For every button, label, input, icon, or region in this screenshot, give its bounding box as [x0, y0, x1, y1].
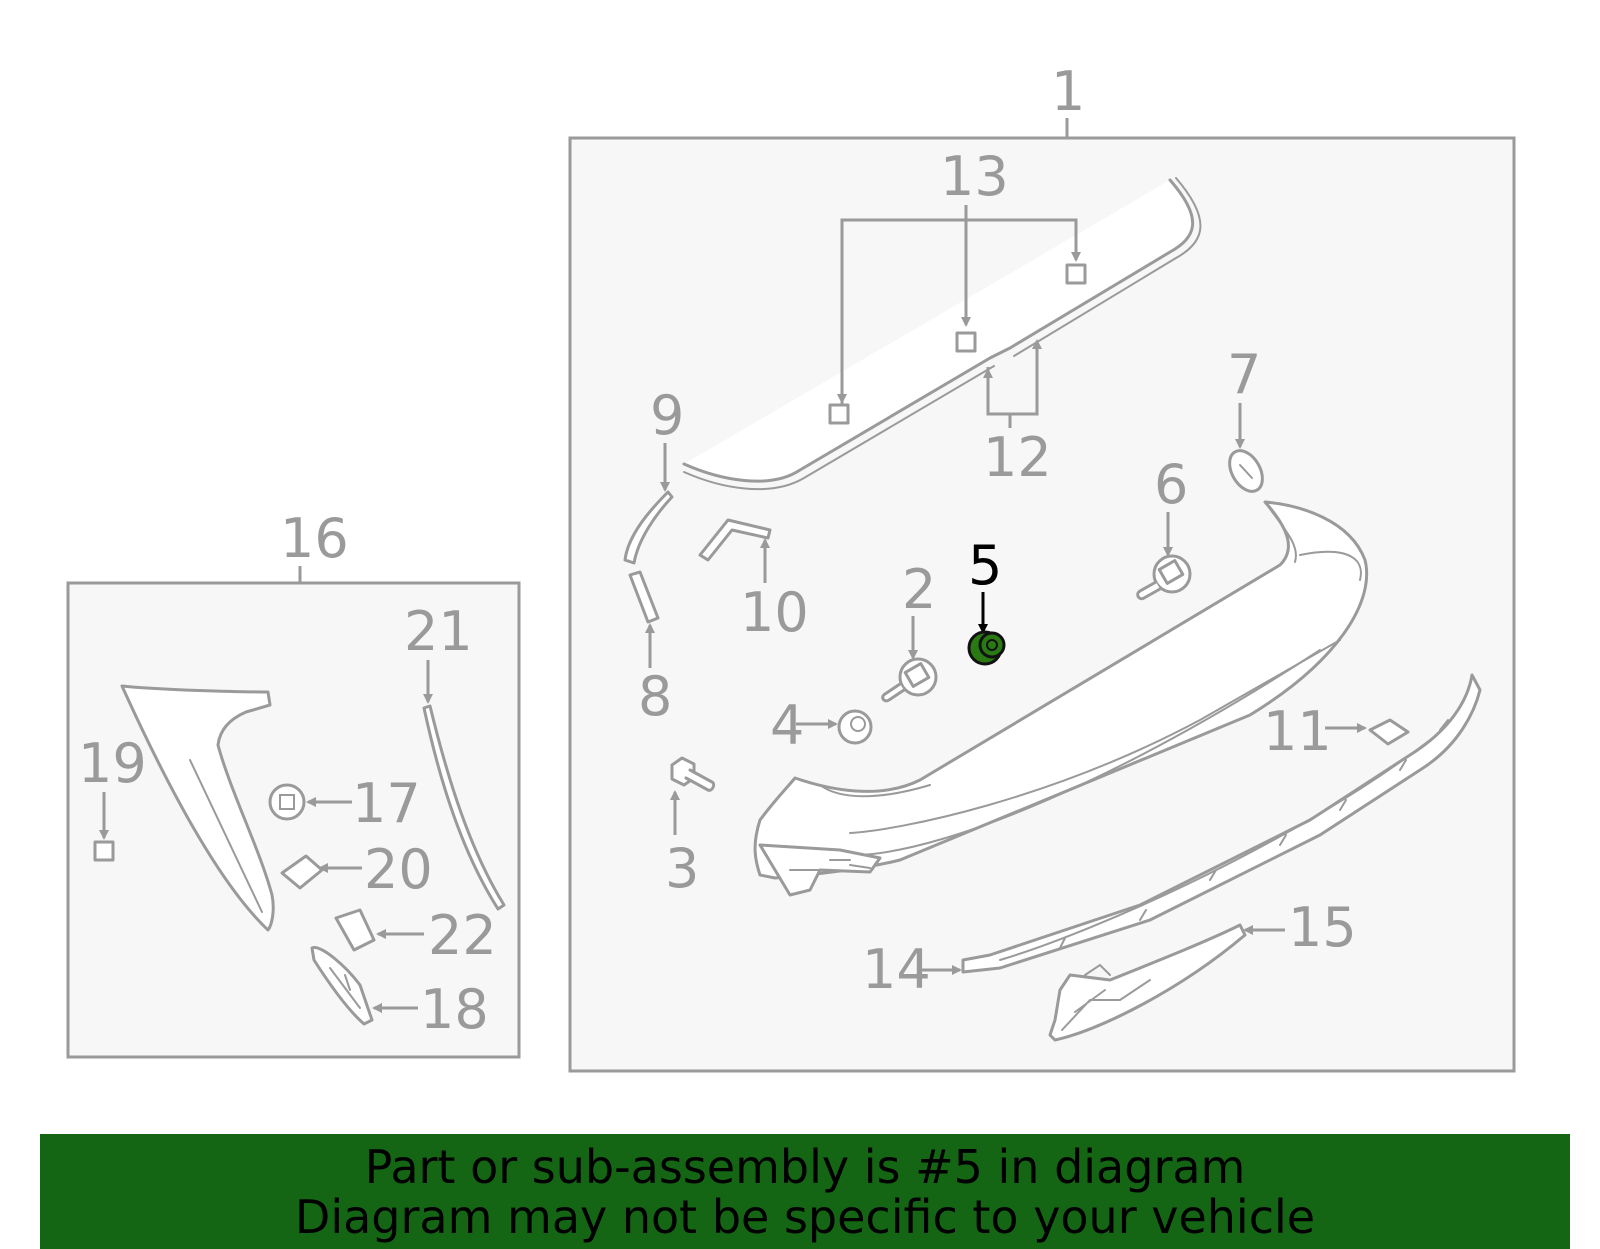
info-banner: Part or sub-assembly is #5 in diagram Di… [40, 1134, 1570, 1249]
callout-11: 11 [1263, 700, 1332, 763]
grommet-4 [837, 709, 873, 745]
garnish-16 [120, 684, 275, 932]
pad-11 [1368, 718, 1410, 746]
callout-3: 3 [665, 837, 699, 900]
clip-13a [1065, 263, 1087, 285]
banner-line-1: Part or sub-assembly is #5 in diagram [364, 1140, 1246, 1194]
clip-17 [268, 783, 306, 821]
callout-20: 20 [364, 838, 433, 901]
seal-21 [422, 704, 506, 911]
callout-5: 5 [968, 534, 1002, 597]
callout-1: 1 [1051, 60, 1085, 123]
banner-line-2: Diagram may not be specific to your vehi… [294, 1190, 1316, 1244]
clip-13c [828, 403, 850, 425]
callout-21: 21 [404, 600, 473, 663]
callout-8: 8 [638, 665, 672, 728]
seal-9 [623, 490, 674, 565]
seal-8 [628, 570, 660, 624]
highlighted-part-5 [967, 630, 1006, 666]
callout-18: 18 [420, 978, 489, 1041]
callout-6: 6 [1154, 453, 1188, 516]
grommet-7 [1228, 449, 1264, 493]
callout-17: 17 [352, 772, 421, 835]
callout-13: 13 [940, 145, 1009, 208]
spoiler-1 [753, 500, 1369, 880]
clip-13b [955, 331, 977, 353]
clip-6 [1136, 554, 1192, 601]
clip-19 [93, 840, 115, 862]
callout-12: 12 [983, 426, 1052, 489]
callout-7: 7 [1227, 343, 1261, 406]
callout-10: 10 [740, 581, 809, 644]
callout-2: 2 [902, 558, 936, 621]
callout-14: 14 [862, 938, 931, 1001]
callout-16: 16 [280, 507, 349, 570]
callout-15: 15 [1288, 896, 1357, 959]
callout-9: 9 [650, 384, 684, 447]
bracket-22 [334, 908, 376, 952]
callout-19: 19 [78, 732, 147, 795]
callout-22: 22 [428, 904, 497, 967]
trim-strip [682, 178, 1195, 483]
bolt-3 [670, 756, 716, 792]
clip-2 [881, 657, 938, 703]
side-assembly-box [66, 581, 521, 1059]
